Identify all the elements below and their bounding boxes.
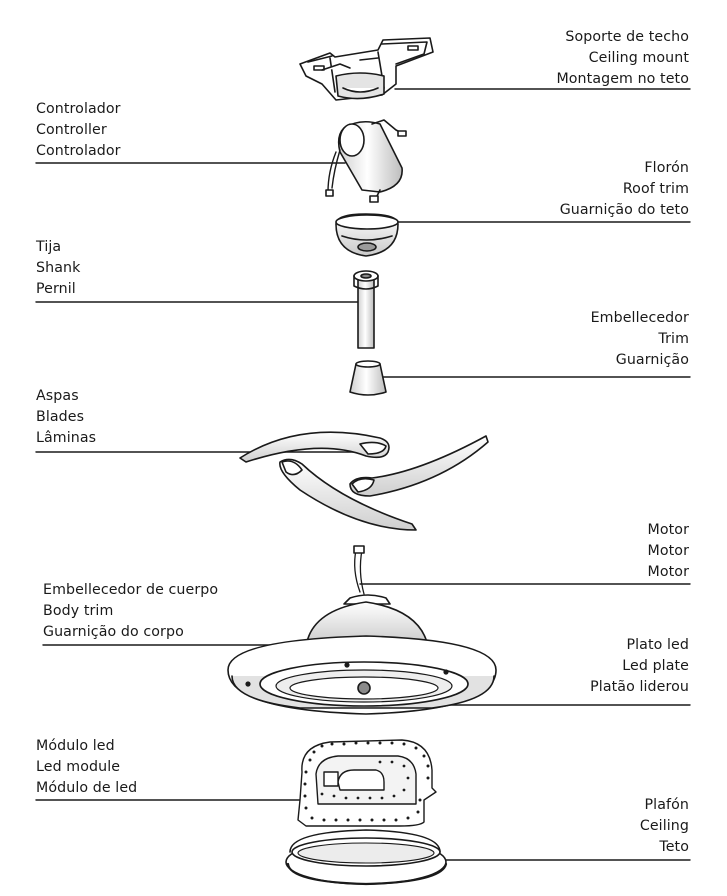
label-es: Embellecedor bbox=[590, 310, 689, 326]
label-en: Blades bbox=[36, 409, 85, 425]
label-es: Plafón bbox=[644, 797, 689, 813]
roof-trim-drawing bbox=[335, 213, 399, 257]
label-pt: Montagem no teto bbox=[556, 71, 689, 87]
label-es: Aspas bbox=[36, 388, 79, 404]
label-en: Body trim bbox=[43, 603, 114, 619]
label-en: Led module bbox=[36, 759, 121, 775]
shank-drawing bbox=[353, 270, 379, 349]
ceiling-mount-drawing bbox=[299, 37, 434, 101]
leader-lines bbox=[35, 88, 691, 861]
label-motor: Motor Motor Motor bbox=[648, 520, 690, 583]
label-es: Plato led bbox=[626, 637, 689, 653]
label-en: Led plate bbox=[622, 658, 689, 674]
label-es: Embellecedor de cuerpo bbox=[43, 582, 219, 598]
label-en: Ceiling bbox=[639, 818, 689, 834]
led-module-drawing bbox=[297, 739, 437, 827]
label-es: Controlador bbox=[36, 101, 121, 117]
label-en: Ceiling mount bbox=[588, 50, 689, 66]
label-en: Trim bbox=[658, 331, 689, 347]
label-pt: Guarnição do teto bbox=[559, 202, 689, 218]
blades-drawing bbox=[239, 431, 489, 531]
label-en: Controller bbox=[36, 122, 107, 138]
label-pt: Módulo de led bbox=[36, 780, 138, 796]
label-shank: Tija Shank Pernil bbox=[36, 237, 80, 300]
label-en: Motor bbox=[647, 543, 689, 559]
label-es: Módulo led bbox=[36, 738, 115, 754]
label-trim: Embellecedor Trim Guarnição bbox=[591, 308, 689, 371]
label-pt: Guarnição do corpo bbox=[43, 624, 184, 640]
label-es: Florón bbox=[644, 160, 689, 176]
ceiling-diffuser-drawing bbox=[285, 829, 448, 886]
label-en: Roof trim bbox=[622, 181, 689, 197]
trim-drawing bbox=[349, 360, 387, 396]
controller-drawing bbox=[325, 119, 407, 203]
label-ceiling: Plafón Ceiling Teto bbox=[640, 795, 689, 858]
label-blades: Aspas Blades Lâminas bbox=[36, 386, 96, 449]
label-pt: Lâminas bbox=[36, 430, 97, 446]
motor-drawing bbox=[305, 545, 429, 647]
led-plate-drawing bbox=[227, 635, 497, 715]
label-es: Motor bbox=[647, 522, 689, 538]
label-pt: Motor bbox=[647, 564, 689, 580]
label-pt: Guarnição bbox=[615, 352, 689, 368]
label-roof-trim: Florón Roof trim Guarnição do teto bbox=[560, 158, 689, 221]
label-es: Soporte de techo bbox=[565, 29, 689, 45]
label-led-module: Módulo led Led module Módulo de led bbox=[36, 736, 137, 799]
label-controller: Controlador Controller Controlador bbox=[36, 99, 121, 162]
label-body-trim: Embellecedor de cuerpo Body trim Guarniç… bbox=[43, 580, 218, 643]
label-ceiling-mount: Soporte de techo Ceiling mount Montagem … bbox=[556, 27, 689, 90]
label-pt: Pernil bbox=[36, 281, 76, 297]
label-es: Tija bbox=[36, 239, 62, 255]
label-led-plate: Plato led Led plate Platão liderou bbox=[590, 635, 689, 698]
label-en: Shank bbox=[36, 260, 81, 276]
label-pt: Teto bbox=[659, 839, 689, 855]
label-pt: Controlador bbox=[36, 143, 121, 159]
label-pt: Platão liderou bbox=[590, 679, 689, 695]
